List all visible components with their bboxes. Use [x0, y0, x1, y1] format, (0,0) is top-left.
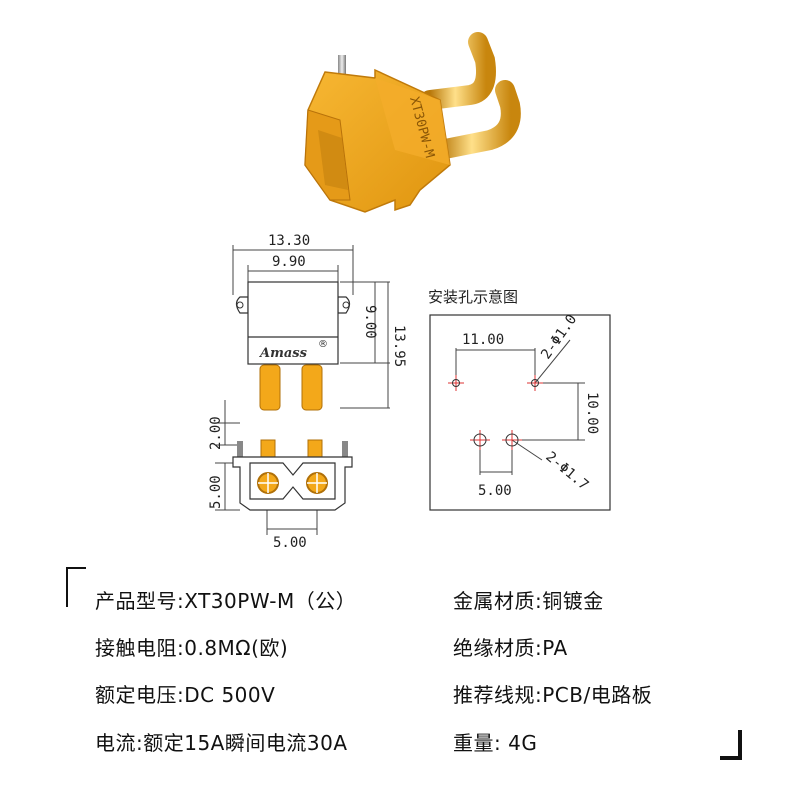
bottom-view-drawing: 2.00 5.00 5.00	[208, 400, 353, 551]
product-photo: XT30PW-M	[304, 32, 521, 213]
spec-model: 产品型号:XT30PW-M（公）	[95, 589, 357, 613]
front-brand-mark: Amass	[258, 346, 308, 361]
dim-height-total: 13.95	[391, 325, 407, 367]
connector-body	[304, 68, 451, 213]
front-view-drawing: Amass ® 13.30 9.90 9.00 13.95	[232, 233, 407, 411]
dim-width-inner: 9.90	[272, 254, 306, 270]
bottom-mount-pin-left	[237, 441, 243, 457]
dim-body-depth: 5.00	[208, 475, 224, 509]
spec-rated-voltage: 额定电压:DC 500V	[95, 683, 276, 707]
registered-mark: ®	[318, 339, 328, 350]
bottom-body-outline	[232, 456, 353, 511]
front-body-outline	[235, 281, 351, 365]
spec-weight: 重量: 4G	[453, 731, 538, 755]
bottom-pin-left	[260, 439, 276, 459]
hole-small-right	[531, 379, 539, 387]
bottom-mount-pin-right	[342, 441, 348, 457]
gold-pin-lower	[430, 80, 521, 160]
hole-large-left	[473, 433, 487, 447]
dim-height-body: 9.00	[362, 305, 378, 339]
dim-width-outer: 13.30	[268, 233, 310, 249]
dim-spacing-y: 10.00	[584, 392, 600, 434]
bottom-pin-right	[307, 439, 323, 459]
gold-pin-upper	[420, 32, 496, 110]
hole-small-left	[452, 379, 460, 387]
hole-diagram: 11.00 10.00 5.00 2-Φ1.0 2-Φ1.7	[429, 312, 611, 511]
hole-large-right	[505, 433, 519, 447]
spec-contact-resistance: 接触电阻:0.8MΩ(欧)	[95, 636, 289, 660]
spec-current: 电流:额定15A瞬间电流30A	[95, 731, 348, 755]
front-pin-right	[301, 364, 323, 411]
spec-insulation-material: 绝缘材质:PA	[453, 636, 568, 660]
front-pin-left	[259, 364, 281, 411]
dim-spacing-x: 11.00	[462, 332, 504, 348]
dim-pin-spacing: 5.00	[273, 535, 307, 551]
spec-wire-gauge: 推荐线规:PCB/电路板	[453, 683, 653, 707]
corner-bracket-bottom-right	[720, 730, 742, 760]
corner-bracket-top-left	[66, 567, 86, 607]
dim-hole-pin-spacing: 5.00	[478, 483, 512, 499]
spec-metal-material: 金属材质:铜镀金	[453, 589, 604, 613]
dim-pin-length: 2.00	[208, 416, 224, 450]
hole-diagram-title: 安装孔示意图	[428, 288, 519, 306]
